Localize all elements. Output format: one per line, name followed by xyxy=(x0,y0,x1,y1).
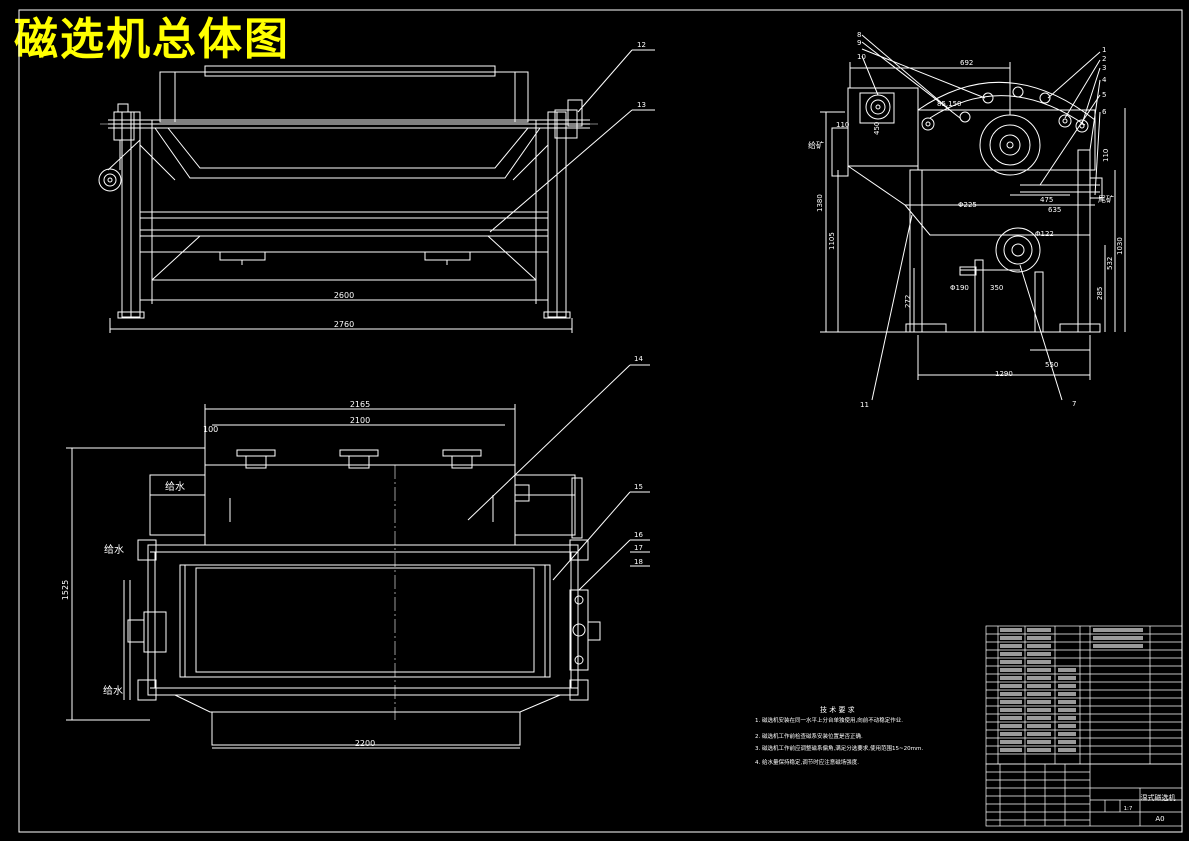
notes-body: 1. 磁选机安装在同一水平上分台单独使用,向前不动稳定作业. 2. 磁选机工作前… xyxy=(755,716,923,766)
svg-text:Φ190: Φ190 xyxy=(950,284,969,292)
plan-view xyxy=(66,364,650,749)
svg-text:17: 17 xyxy=(634,544,643,552)
title-block xyxy=(985,763,1183,827)
svg-text:10: 10 xyxy=(857,53,866,61)
svg-text:8: 8 xyxy=(857,31,861,39)
svg-text:1290: 1290 xyxy=(995,370,1013,378)
svg-text:3. 磁选机工作前应调整磁系偏角,满足分选要求,使用范围15: 3. 磁选机工作前应调整磁系偏角,满足分选要求,使用范围15~20mm. xyxy=(755,744,923,752)
svg-text:550: 550 xyxy=(1045,361,1058,369)
dim-2600: 2600 xyxy=(334,291,354,300)
svg-text:100: 100 xyxy=(203,425,218,434)
svg-text:1525: 1525 xyxy=(61,580,70,600)
plan-water-label-mid: 给水 xyxy=(104,543,124,556)
plan-water-label-top: 给水 xyxy=(165,480,185,493)
side-feed-label: 给矿 xyxy=(808,140,824,150)
callout-13: 13 xyxy=(637,101,646,109)
dim-2760: 2760 xyxy=(334,320,354,329)
svg-text:1. 磁选机安装在同一水平上分台单独使用,向前不动稳定作业.: 1. 磁选机安装在同一水平上分台单独使用,向前不动稳定作业. xyxy=(755,716,903,724)
svg-text:635: 635 xyxy=(1048,206,1061,214)
svg-text:2100: 2100 xyxy=(350,416,370,425)
side-view xyxy=(820,34,1126,401)
svg-text:2200: 2200 xyxy=(355,739,375,748)
svg-text:3: 3 xyxy=(1102,64,1106,72)
plan-water-label-bottom: 给水 xyxy=(103,684,123,697)
svg-text:350: 350 xyxy=(990,284,1003,292)
svg-text:2. 磁选机工作前检查磁系安装位置是否正确.: 2. 磁选机工作前检查磁系安装位置是否正确. xyxy=(755,732,863,740)
parts-list-fill xyxy=(1000,628,1143,752)
svg-text:18: 18 xyxy=(634,558,643,566)
svg-text:475: 475 xyxy=(1040,196,1053,204)
svg-text:11: 11 xyxy=(860,401,869,409)
svg-text:15: 15 xyxy=(634,483,643,491)
svg-text:6: 6 xyxy=(1102,108,1107,116)
svg-text:272: 272 xyxy=(904,295,912,308)
svg-text:Φ122: Φ122 xyxy=(1035,230,1054,238)
svg-text:110: 110 xyxy=(836,121,849,129)
svg-text:4. 给水量保持稳定,调节时应注意磁场强度.: 4. 给水量保持稳定,调节时应注意磁场强度. xyxy=(755,758,859,766)
title-block-product: 湿式磁选机 xyxy=(1141,793,1176,802)
svg-text:532: 532 xyxy=(1106,257,1114,270)
side-tail-label: 尾矿 xyxy=(1098,194,1114,204)
svg-text:110: 110 xyxy=(1102,149,1110,162)
svg-text:2: 2 xyxy=(1102,55,1106,63)
svg-text:16: 16 xyxy=(634,531,643,539)
svg-text:4: 4 xyxy=(1102,76,1107,84)
svg-text:Φ225: Φ225 xyxy=(958,201,977,209)
svg-text:1030: 1030 xyxy=(1116,237,1124,255)
front-view xyxy=(98,49,655,333)
svg-text:7: 7 xyxy=(1072,400,1076,408)
title-block-sheet-size: A0 xyxy=(1155,815,1164,823)
drawing-title: 磁选机总体图 xyxy=(14,14,290,65)
svg-text:5: 5 xyxy=(1102,91,1106,99)
plan-callouts: 14 15 16 17 18 xyxy=(634,355,643,566)
svg-text:14: 14 xyxy=(634,355,643,363)
side-view-dims: 692 110 450 85,150 110 475 635 Φ225 Φ122… xyxy=(816,59,1124,378)
svg-text:85,150: 85,150 xyxy=(937,100,962,108)
side-callouts: 1 2 3 4 5 6 7 8 9 10 11 xyxy=(857,31,1107,409)
callout-12: 12 xyxy=(637,41,646,49)
parts-list xyxy=(985,625,1183,765)
svg-text:2165: 2165 xyxy=(350,400,370,409)
svg-text:9: 9 xyxy=(857,39,861,47)
svg-text:450: 450 xyxy=(873,122,881,135)
svg-text:1380: 1380 xyxy=(816,194,824,212)
notes-heading: 技 术 要 求 xyxy=(820,705,855,714)
svg-text:1: 1 xyxy=(1102,46,1106,54)
svg-text:692: 692 xyxy=(960,59,973,67)
sheet-border xyxy=(18,9,1183,833)
plan-view-dims: 2165 2100 100 2200 1525 xyxy=(61,400,375,748)
title-block-scale: 1:7 xyxy=(1124,806,1133,812)
svg-text:1105: 1105 xyxy=(828,232,836,250)
svg-text:285: 285 xyxy=(1096,287,1104,300)
